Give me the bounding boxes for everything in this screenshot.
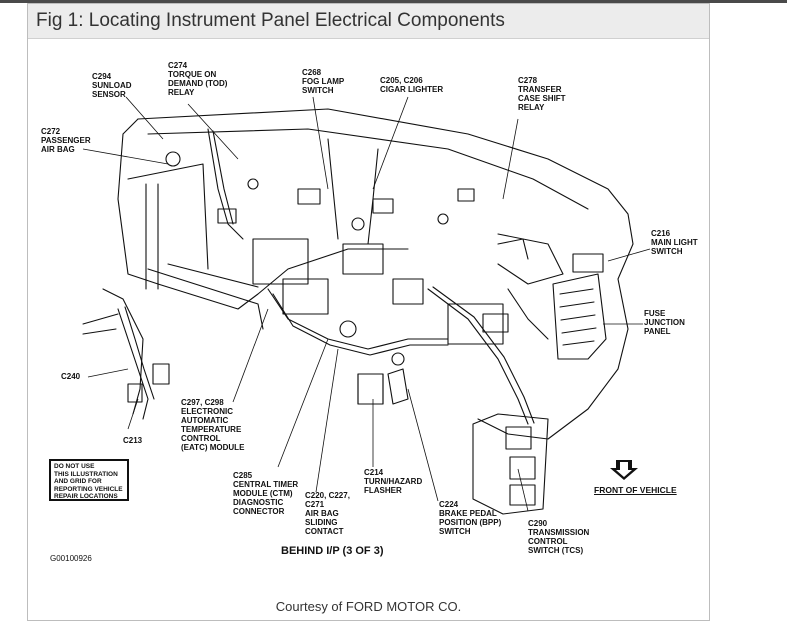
- label-c216-main-light-switch: C216 MAIN LIGHT SWITCH: [651, 229, 698, 256]
- label-c224-brake-pedal-switch: C224 BRAKE PEDAL POSITION (BPP) SWITCH: [439, 500, 502, 536]
- label-c220-air-bag-sliding-contact: C220, C227, C271 AIR BAG SLIDING CONTACT: [305, 491, 350, 536]
- label-c214-turn-hazard-flasher: C214 TURN/HAZARD FLASHER: [364, 468, 423, 495]
- label-c297-eatc-module: C297, C298 ELECTRONIC AUTOMATIC TEMPERAT…: [181, 398, 245, 452]
- label-c240: C240: [61, 372, 81, 381]
- instrument-panel-diagram: C294 SUNLOAD SENSOR C274 TORQUE ON DEMAN…: [28, 39, 709, 599]
- label-c213: C213: [123, 436, 143, 445]
- courtesy-credit: Courtesy of FORD MOTOR CO.: [275, 599, 462, 614]
- label-c290-transmission-control-switch: C290 TRANSMISSION CONTROL SWITCH (TCS): [528, 519, 590, 555]
- front-of-vehicle-arrow: [610, 460, 638, 480]
- label-fuse-junction-panel: FUSE JUNCTION PANEL: [644, 309, 685, 336]
- figure-id: G00100926: [50, 554, 92, 563]
- front-of-vehicle-label: FRONT OF VEHICLE: [594, 485, 677, 495]
- label-c272-passenger-air-bag: C272 PASSENGER AIR BAG: [41, 127, 91, 154]
- diagram-drawing: [82, 96, 651, 515]
- label-c274-tod-relay: C274 TORQUE ON DEMAND (TOD) RELAY: [168, 61, 228, 97]
- label-c294-sunload-sensor: C294 SUNLOAD SENSOR: [92, 72, 132, 99]
- dashboard-outline: [137, 108, 634, 440]
- label-c278-transfer-case-relay: C278 TRANSFER CASE SHIFT RELAY: [518, 76, 566, 112]
- top-border-line: [0, 0, 787, 3]
- label-c205-cigar-lighter: C205, C206 CIGAR LIGHTER: [380, 76, 444, 94]
- figure-title: Fig 1: Locating Instrument Panel Electri…: [36, 10, 505, 31]
- label-c268-fog-lamp-switch: C268 FOG LAMP SWITCH: [302, 68, 345, 95]
- figure-title-bar: Fig 1: Locating Instrument Panel Electri…: [28, 4, 709, 39]
- label-c285-ctm-connector: C285 CENTRAL TIMER MODULE (CTM) DIAGNOST…: [233, 471, 299, 516]
- figure-frame: Fig 1: Locating Instrument Panel Electri…: [27, 3, 710, 621]
- warning-box: DO NOT USE THIS ILLUSTRATION AND GRID FO…: [49, 459, 129, 501]
- fuse-junction-panel-shape: [552, 273, 607, 360]
- diagram-caption: BEHIND I/P (3 OF 3): [281, 545, 384, 557]
